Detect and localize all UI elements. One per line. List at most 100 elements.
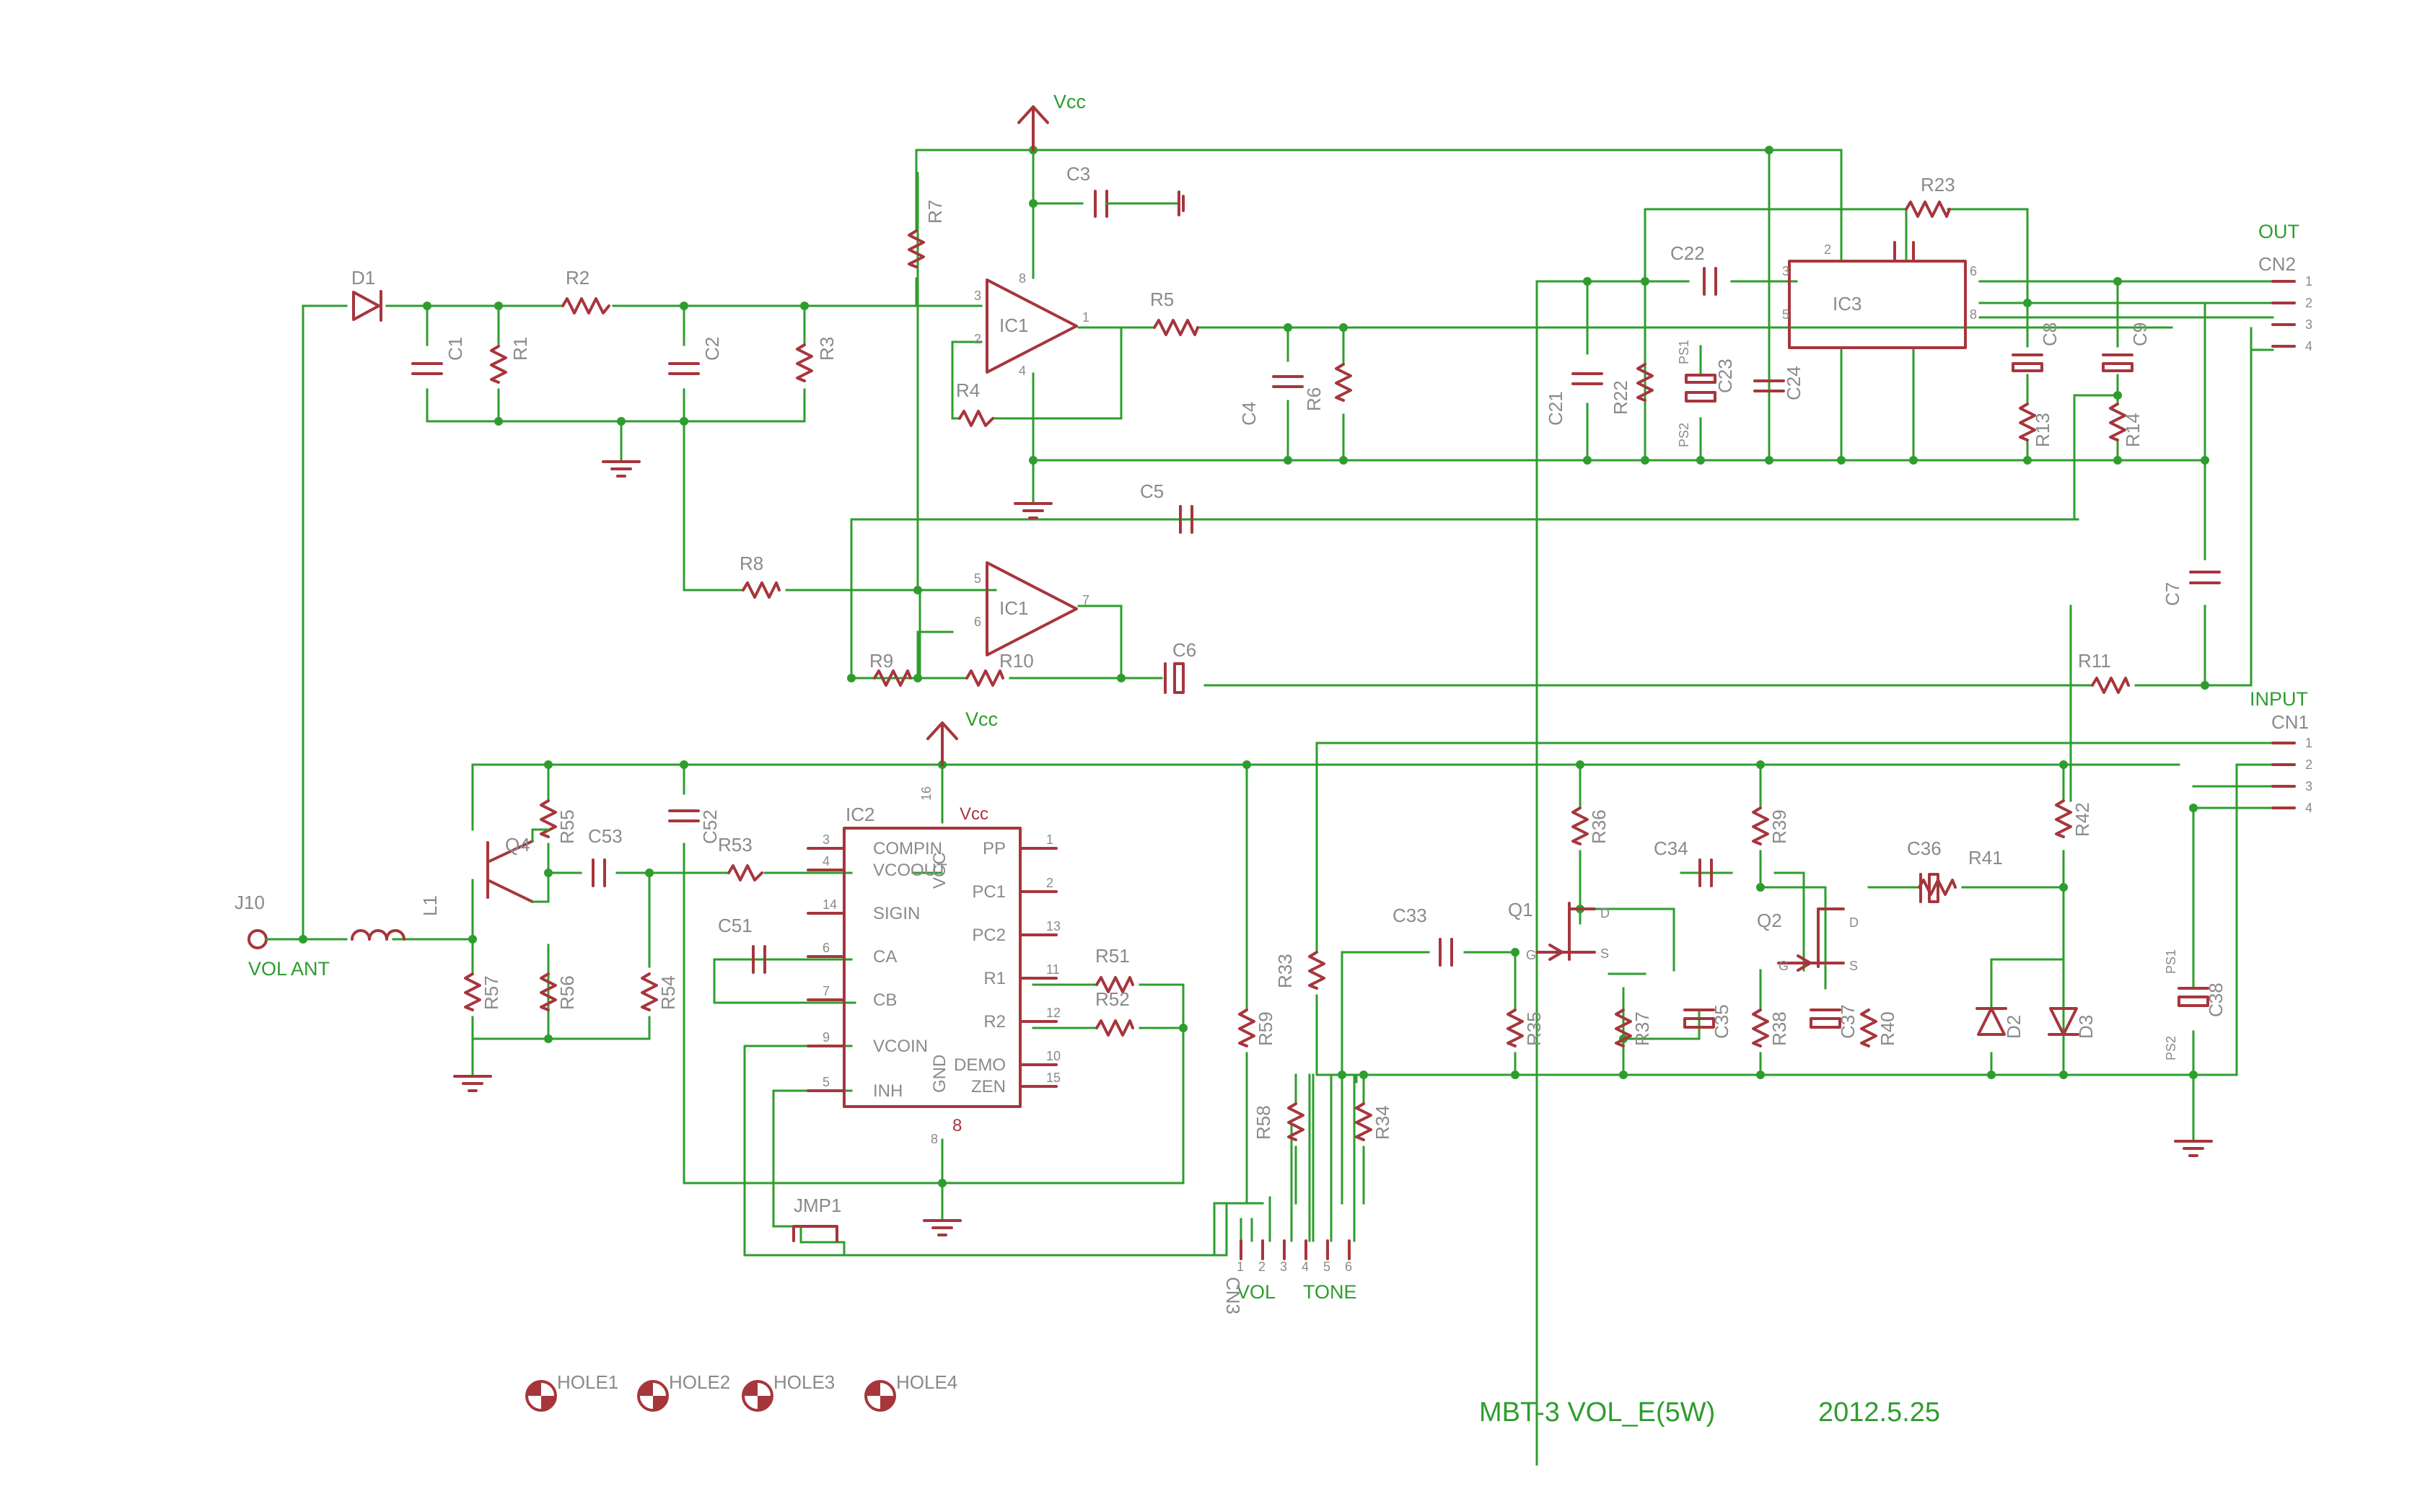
ref-r7: R7: [924, 200, 946, 224]
ref-c2: C2: [701, 337, 723, 361]
ic2-pin-name-cb: CB: [873, 990, 897, 1010]
ic2-pin-num-13: 13: [1046, 919, 1061, 933]
ic3-pin-3: 3: [1782, 264, 1789, 278]
ic2-pin-num-10: 10: [1046, 1049, 1061, 1063]
ref-d1: D1: [351, 267, 375, 289]
ref-r40: R40: [1877, 1011, 1898, 1046]
capacitor-c53: [592, 858, 606, 887]
ps2-c38: PS2: [2164, 1036, 2178, 1060]
ground-c3: [1178, 190, 1185, 216]
ref-c4: C4: [1238, 402, 1260, 426]
ref-q1: Q1: [1508, 899, 1533, 920]
ic2-pin-name-inh: INH: [873, 1081, 903, 1101]
net-out: OUT: [2258, 221, 2299, 242]
resistor-r37: [1615, 1008, 1632, 1047]
ic2-pin-name-compin: COMPIN: [873, 839, 942, 858]
ref-r5: R5: [1150, 289, 1174, 310]
ref-cn3: CN3: [1222, 1277, 1244, 1314]
ic2-pin-num-15: 15: [1046, 1071, 1061, 1085]
capacitor-c9: [2102, 353, 2133, 372]
capacitor-c8: [2012, 353, 2043, 372]
ref-c21: C21: [1545, 391, 1566, 426]
capacitor-c5: [1179, 505, 1193, 534]
ref-r41: R41: [1968, 847, 2003, 869]
resistor-r35: [1507, 1008, 1524, 1047]
vcc-arrow-mid: [926, 721, 958, 766]
ref-r9: R9: [869, 650, 893, 672]
ic2-pin-num-2: 2: [1046, 876, 1053, 890]
ref-r8: R8: [740, 553, 763, 574]
net-vcc-mid: Vcc: [965, 708, 998, 730]
ref-r23: R23: [1921, 174, 1955, 195]
ref-r51: R51: [1095, 945, 1130, 967]
capacitor-c4: [1272, 375, 1304, 388]
resistor-r57: [464, 972, 481, 1011]
ic2-gnd-num: 8: [952, 1116, 962, 1135]
ref-c7: C7: [2162, 582, 2183, 606]
ref-r52: R52: [1095, 988, 1130, 1010]
capacitor-c22: [1703, 267, 1717, 296]
ic3-body: [1788, 260, 1967, 349]
resistor-r9: [873, 669, 912, 687]
capacitor-c52: [668, 809, 700, 822]
diode-d2: [1975, 1007, 2007, 1036]
ic2-pin-name-vcoout: VCOOUT: [873, 861, 947, 880]
resistor-r58: [1287, 1102, 1304, 1141]
resistor-r1: [490, 345, 507, 384]
ref-q2: Q2: [1757, 910, 1782, 931]
ic2-vcc-num: 16: [919, 786, 934, 801]
ref-r6: R6: [1303, 387, 1325, 411]
ref-r53: R53: [718, 834, 753, 856]
hole-2-icon: [637, 1380, 669, 1412]
ic3-pin-6: 6: [1970, 264, 1977, 278]
resistor-r7: [908, 229, 925, 268]
resistor-r56: [540, 972, 557, 1011]
hole-4-icon: [864, 1380, 896, 1412]
ground-2: [1014, 502, 1053, 519]
ref-r1: R1: [509, 337, 531, 361]
ref-r59: R59: [1255, 1011, 1276, 1046]
ref-c3: C3: [1066, 163, 1090, 185]
ground-1: [602, 460, 641, 478]
resistor-r55: [540, 799, 557, 838]
resistor-r59: [1238, 1008, 1255, 1047]
ref-ic2: IC2: [846, 804, 874, 825]
ref-c24: C24: [1783, 366, 1804, 400]
cn1-pin-4: 4: [2305, 801, 2312, 815]
parts: [247, 105, 2296, 1260]
hole-label: HOLE2: [669, 1371, 730, 1393]
resistor-r51: [1095, 976, 1134, 993]
cn2-pin-2: 2: [2305, 296, 2312, 310]
capacitor-c6: [1164, 662, 1185, 694]
resistor-r8: [742, 581, 781, 599]
resistor-r22: [1636, 363, 1654, 402]
ic2-gnd-name: GND: [930, 1055, 950, 1093]
q2-s: S: [1849, 959, 1858, 973]
hole-1-icon: [525, 1380, 557, 1412]
capacitor-c24: [1753, 379, 1785, 392]
resistor-r42: [2055, 799, 2072, 838]
capacitor-c36: [1919, 873, 1939, 903]
ref-r10: R10: [999, 650, 1034, 672]
vcc-arrow-top: [1017, 105, 1049, 151]
resistor-r33: [1308, 951, 1325, 990]
capacitor-c1: [411, 362, 443, 375]
ic1b-pin-7: 7: [1082, 593, 1089, 607]
resistor-r3: [796, 343, 813, 382]
ref-ic3: IC3: [1833, 293, 1861, 315]
transistor-q2: [1777, 907, 1845, 972]
ic2-pin-num-5: 5: [823, 1075, 830, 1089]
q2-g: G: [1779, 959, 1789, 973]
ic1b-pin-5: 5: [974, 571, 981, 586]
net-tone: TONE: [1303, 1281, 1357, 1303]
resistor-r23: [1905, 201, 1951, 218]
ref-r36: R36: [1588, 809, 1610, 844]
ref-r13: R13: [2032, 413, 2053, 447]
ic1a-pin-1: 1: [1082, 310, 1089, 325]
capacitor-c21: [1571, 372, 1603, 385]
cn2-pin-1: 1: [2305, 274, 2312, 289]
capacitor-c7: [2189, 571, 2221, 584]
hole-label: HOLE1: [557, 1371, 618, 1393]
capacitor-c35: [1683, 1008, 1715, 1029]
resistor-r13: [2019, 403, 2036, 441]
